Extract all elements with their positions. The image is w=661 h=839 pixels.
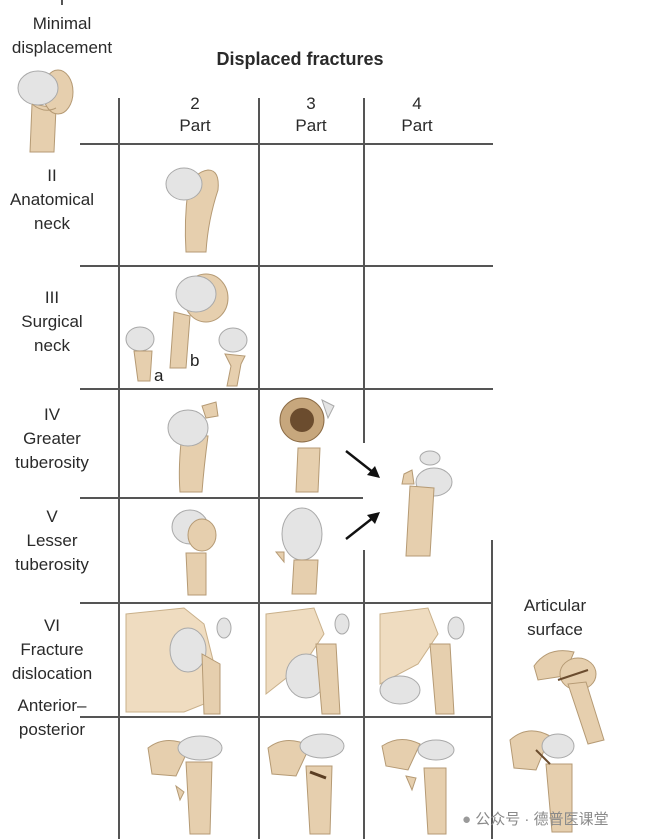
articular-surface-label: Articular surface [523,596,587,639]
grid-line-vertical-4 [491,540,493,839]
column-header-4-part: 4 Part [401,94,433,135]
humerus-anatomical-neck [165,167,219,253]
row-label-anatomical-neck: II Anatomical neck [9,166,95,233]
anterior-posterior-4-part [381,739,455,835]
humerus-4-part [401,450,453,557]
humerus-greater-tuberosity-2-part [167,401,219,493]
grid-line-horizontal-1 [80,143,493,145]
humerus-surgical-neck-b [169,273,229,369]
humerus-minimal-displacement [17,69,74,153]
grid-line-vertical-1 [118,98,120,839]
wechat-icon: ● [462,811,472,828]
label-b: b [190,351,200,370]
humerus-surgical-neck-comminuted [218,327,248,387]
arrow-lesser-tuberosity [345,512,380,540]
grid-line-horizontal-5 [80,602,493,604]
humerus-surgical-neck-a [125,326,155,382]
label-a: a [154,366,164,385]
fracture-dislocation-3-part [265,607,350,715]
articular-surface-1 [533,650,605,745]
row-label-fracture-dislocation: VI Fracture dislocation [11,616,93,683]
grid-line-horizontal-3 [80,388,493,390]
row-label-lesser-tuberosity: V Lesser tuberosity [15,507,89,574]
grid-line-horizontal-4 [80,497,363,499]
watermark-text: 公众号 · 德普医课堂 [475,811,609,828]
displaced-fractures-title: Displaced fractures [216,49,384,69]
grid-line-vertical-3b [363,550,365,839]
humerus-lesser-tuberosity-3-part [274,507,323,595]
fracture-dislocation-4-part [379,607,465,715]
row-label-minimal-displacement: I Minimal displacement [11,0,113,57]
row-label-surgical-neck: III Surgical neck [21,288,83,355]
humerus-lesser-tuberosity-2-part [171,509,217,596]
column-header-2-part: 2 Part [179,94,211,135]
grid-line-vertical-2 [258,98,260,839]
grid-line-horizontal-2 [80,265,493,267]
watermark: ● 公众号 · 德普医课堂 [462,808,609,829]
grid-line-horizontal-6 [80,716,493,718]
column-header-3-part: 3 Part [295,94,327,135]
articular-surface-2 [509,730,575,833]
humerus-greater-tuberosity-3-part [279,397,335,493]
anterior-posterior-2-part [147,735,223,835]
row-label-greater-tuberosity: IV Greater tuberosity [15,405,89,472]
grid-line-vertical-3a [363,98,365,443]
fracture-dislocation-2-part [125,607,232,715]
arrow-greater-tuberosity [345,450,380,478]
row-label-anterior-posterior: Anterior– posterior [17,696,87,739]
anterior-posterior-3-part [267,733,345,835]
